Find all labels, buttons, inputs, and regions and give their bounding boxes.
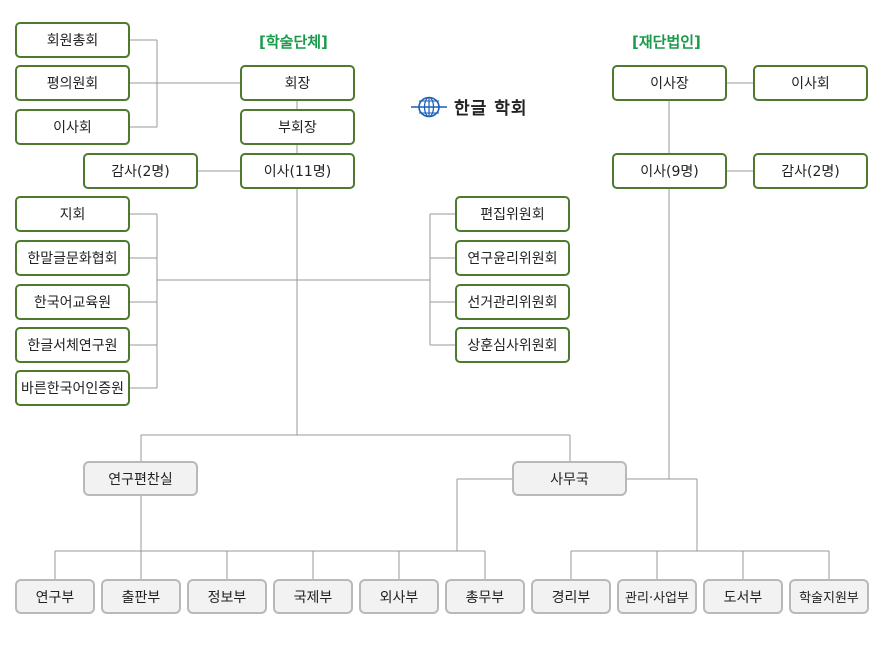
committee-box: 연구윤리위원회 xyxy=(455,240,570,276)
logo-text: 한글 학회 xyxy=(454,99,528,119)
department-box: 정보부 xyxy=(187,579,267,614)
department-box: 연구부 xyxy=(15,579,95,614)
directors-box: 이사(11명) xyxy=(240,153,355,189)
committee-box: 상훈심사위원회 xyxy=(455,327,570,363)
hangul-society-logo: 한글 학회 xyxy=(410,94,527,119)
committee-box: 선거관리위원회 xyxy=(455,284,570,320)
general-assembly-box: 회원총회 xyxy=(15,22,130,58)
secretariat-box: 사무국 xyxy=(512,461,627,496)
department-box: 총무부 xyxy=(445,579,525,614)
foundation-auditors-box: 감사(2명) xyxy=(753,153,868,189)
research-office-box: 연구편찬실 xyxy=(83,461,198,496)
department-box: 관리·사업부 xyxy=(617,579,697,614)
branch-box: 한말글문화협회 xyxy=(15,240,130,276)
branch-box: 한글서체연구원 xyxy=(15,327,130,363)
academic-board-box: 이사회 xyxy=(15,109,130,145)
department-box: 국제부 xyxy=(273,579,353,614)
council-box: 평의원회 xyxy=(15,65,130,101)
department-box: 학술지원부 xyxy=(789,579,869,614)
department-box: 도서부 xyxy=(703,579,783,614)
chairman-box: 이사장 xyxy=(612,65,727,101)
foundation-section-title: [재단법인] xyxy=(632,33,701,51)
branch-box: 지회 xyxy=(15,196,130,232)
globe-icon xyxy=(411,96,447,117)
foundation-board-box: 이사회 xyxy=(753,65,868,101)
branch-box: 바른한국어인증원 xyxy=(15,370,130,406)
vice-president-box: 부회장 xyxy=(240,109,355,145)
committee-box: 편집위원회 xyxy=(455,196,570,232)
branch-box: 한국어교육원 xyxy=(15,284,130,320)
department-box: 경리부 xyxy=(531,579,611,614)
department-box: 출판부 xyxy=(101,579,181,614)
president-box: 회장 xyxy=(240,65,355,101)
academic-section-title: [학술단체] xyxy=(259,33,328,51)
academic-auditors-box: 감사(2명) xyxy=(83,153,198,189)
foundation-directors-box: 이사(9명) xyxy=(612,153,727,189)
department-box: 외사부 xyxy=(359,579,439,614)
